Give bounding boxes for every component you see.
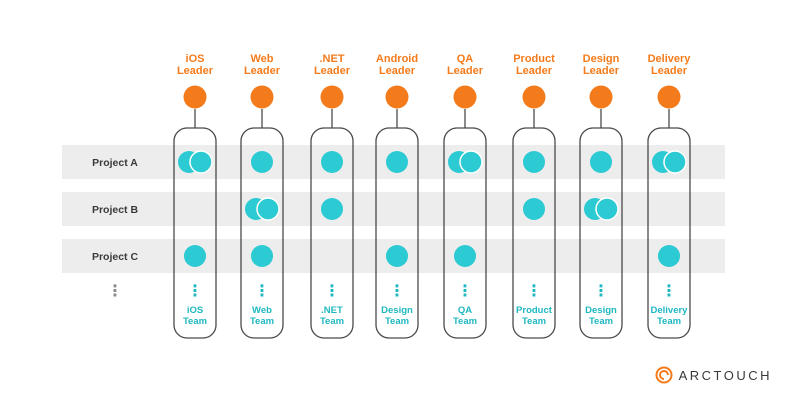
- leader-label-line: Delivery: [648, 53, 692, 65]
- leader-label-line: Design: [583, 53, 620, 65]
- member-node: [523, 151, 545, 173]
- column-more-indicator-4: ⋮: [389, 283, 405, 300]
- row-label-3: Project C: [92, 251, 139, 263]
- brand-name: ARCTOUCH: [678, 367, 772, 383]
- column-more-indicator-3: ⋮: [324, 283, 340, 300]
- member-node: [321, 151, 343, 173]
- leader-label-line: Product: [513, 53, 555, 65]
- team-label-line: QA: [458, 305, 472, 316]
- column-more-indicator-2: ⋮: [254, 283, 270, 300]
- team-column-5: [443, 127, 487, 339]
- member-node: [184, 245, 206, 267]
- team-label-line: Team: [385, 316, 409, 327]
- leader-node-4: [385, 85, 409, 109]
- leader-node-5: [453, 85, 477, 109]
- team-label-line: Product: [516, 305, 553, 316]
- team-column-2: [240, 127, 284, 339]
- leader-node-3: [320, 85, 344, 109]
- member-node: [251, 151, 273, 173]
- leader-label-line: .NET: [319, 53, 344, 65]
- team-column-1: [173, 127, 217, 339]
- team-column-7: [579, 127, 623, 339]
- column-more-indicator-8: ⋮: [661, 283, 677, 300]
- column-more-indicator-5: ⋮: [457, 283, 473, 300]
- column-more-indicator-1: ⋮: [187, 283, 203, 300]
- leader-node-8: [657, 85, 681, 109]
- team-label-line: iOS: [187, 305, 203, 316]
- team-label-line: Team: [589, 316, 613, 327]
- member-node: [459, 150, 483, 174]
- leader-label-line: Leader: [516, 65, 553, 77]
- column-more-indicator-7: ⋮: [593, 283, 609, 300]
- member-node: [256, 197, 280, 221]
- team-label-line: Team: [320, 316, 344, 327]
- team-label-line: Team: [657, 316, 681, 327]
- member-node: [321, 198, 343, 220]
- team-label-line: Design: [585, 305, 617, 316]
- leader-label-line: Leader: [244, 65, 281, 77]
- member-node: [595, 197, 619, 221]
- leader-label-line: Leader: [379, 65, 416, 77]
- team-label-line: Team: [453, 316, 477, 327]
- team-column-3: [310, 127, 354, 339]
- team-label-line: Delivery: [651, 305, 689, 316]
- leader-label-line: Web: [250, 53, 273, 65]
- member-node: [454, 245, 476, 267]
- member-node: [386, 245, 408, 267]
- team-label-line: Team: [183, 316, 207, 327]
- team-column-4: [375, 127, 419, 339]
- member-node: [251, 245, 273, 267]
- team-label-line: Team: [522, 316, 546, 327]
- member-node: [658, 245, 680, 267]
- member-node: [189, 150, 213, 174]
- leader-label-line: Leader: [583, 65, 620, 77]
- brand-logo: ARCTOUCH: [655, 366, 772, 384]
- leader-label-line: Leader: [651, 65, 688, 77]
- member-node: [386, 151, 408, 173]
- leader-node-7: [589, 85, 613, 109]
- leader-label-line: iOS: [186, 53, 205, 65]
- row-band-2: [62, 192, 725, 226]
- team-label-line: Web: [252, 305, 272, 316]
- row-label-2: Project B: [92, 204, 139, 216]
- member-node: [590, 151, 612, 173]
- leader-node-6: [522, 85, 546, 109]
- team-column-8: [647, 127, 691, 339]
- arctouch-logo-icon: [655, 366, 673, 384]
- leader-label-line: QA: [457, 53, 474, 65]
- row-label-1: Project A: [92, 157, 138, 169]
- leader-label-line: Leader: [177, 65, 214, 77]
- team-label-line: Team: [250, 316, 274, 327]
- leader-node-1: [183, 85, 207, 109]
- team-label-line: Design: [381, 305, 413, 316]
- leader-label-line: Leader: [314, 65, 351, 77]
- column-more-indicator-6: ⋮: [526, 283, 542, 300]
- more-rows-indicator: ⋮: [107, 283, 123, 300]
- leader-label-line: Android: [376, 53, 418, 65]
- member-node: [523, 198, 545, 220]
- team-column-6: [512, 127, 556, 339]
- leader-node-2: [250, 85, 274, 109]
- leader-label-line: Leader: [447, 65, 484, 77]
- team-label-line: .NET: [321, 305, 343, 316]
- member-node: [663, 150, 687, 174]
